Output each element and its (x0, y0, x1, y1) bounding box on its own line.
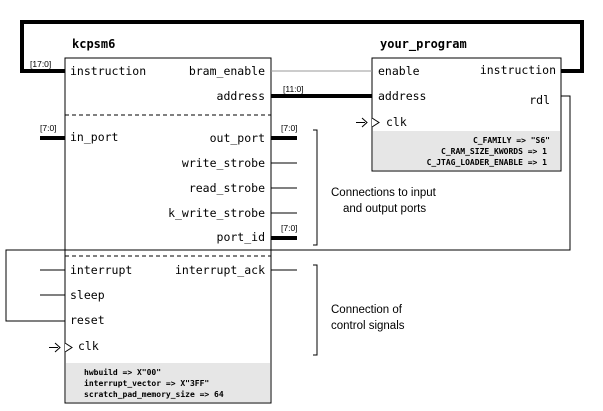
your-program-generic-family: C_FAMILY => "S6" (473, 136, 550, 145)
kcpsm6-port-sleep: sleep (70, 288, 105, 302)
kcpsm6-port-interrupt-ack: interrupt_ack (175, 263, 265, 277)
out-port-bus-label: [7:0] (281, 123, 298, 133)
control-note-line1: Connection of (331, 304, 403, 316)
kcpsm6-title: kcpsm6 (72, 37, 115, 51)
your-program-generic-ram-size: C_RAM_SIZE_KWORDS => 1 (441, 147, 547, 156)
control-signals-bracket (313, 264, 318, 356)
your-program-port-rdl: rdl (529, 93, 550, 107)
kcpsm6-generic-hwbuild: hwbuild => X"00" (84, 367, 161, 377)
your-program-clk-arrow (361, 117, 368, 128)
io-ports-note-line1: Connections to input (331, 187, 437, 199)
your-program-port-enable: enable (378, 64, 420, 78)
kcpsm6-port-address: address (217, 89, 265, 103)
kcpsm6-port-k-write-strobe: k_write_strobe (168, 206, 265, 220)
rdl-reset-wire (5, 95, 571, 322)
kcpsm6-port-write-strobe: write_strobe (182, 156, 265, 170)
kcpsm6-generic-scratch-pad-size: scratch_pad_memory_size => 64 (84, 389, 224, 399)
io-ports-bracket (313, 129, 318, 246)
kcpsm6-port-reset: reset (70, 313, 105, 327)
kcpsm6-port-clk: clk (78, 339, 99, 353)
your-program-title: your_program (380, 37, 467, 52)
your-program-port-address: address (378, 89, 426, 103)
kcpsm6-port-interrupt: interrupt (70, 263, 132, 277)
kcpsm6-port-read-strobe: read_strobe (189, 181, 265, 195)
kcpsm6-port-instruction: instruction (70, 64, 146, 78)
your-program-port-instruction: instruction (480, 63, 556, 77)
your-program-generics-panel (373, 131, 560, 170)
in-port-bus-label: [7:0] (40, 123, 57, 133)
kcpsm6-generic-interrupt-vector: interrupt_vector => X"3FF" (84, 378, 209, 388)
port-id-bus-label: [7:0] (281, 223, 298, 233)
your-program-clk-triangle (371, 117, 380, 128)
instruction-feedback-bus (20, 20, 584, 73)
kcpsm6-port-out-port: out_port (210, 131, 265, 145)
kcpsm6-port-bram-enable: bram_enable (189, 64, 265, 78)
your-program-port-clk: clk (386, 115, 407, 129)
kcpsm6-clk-triangle (64, 342, 73, 353)
instruction-bus-label: [17:0] (30, 59, 51, 69)
kcpsm6-generics-panel (66, 363, 270, 402)
kcpsm6-port-port-id: port_id (217, 230, 265, 244)
your-program-generic-jtag-loader: C_JTAG_LOADER_ENABLE => 1 (427, 158, 548, 167)
address-bus-label: [11:0] (283, 84, 304, 94)
control-note-line2: control signals (331, 320, 405, 332)
kcpsm6-clk-arrow (54, 342, 61, 353)
io-ports-note-line2: and output ports (343, 203, 426, 215)
kcpsm6-port-in-port: in_port (70, 130, 118, 144)
